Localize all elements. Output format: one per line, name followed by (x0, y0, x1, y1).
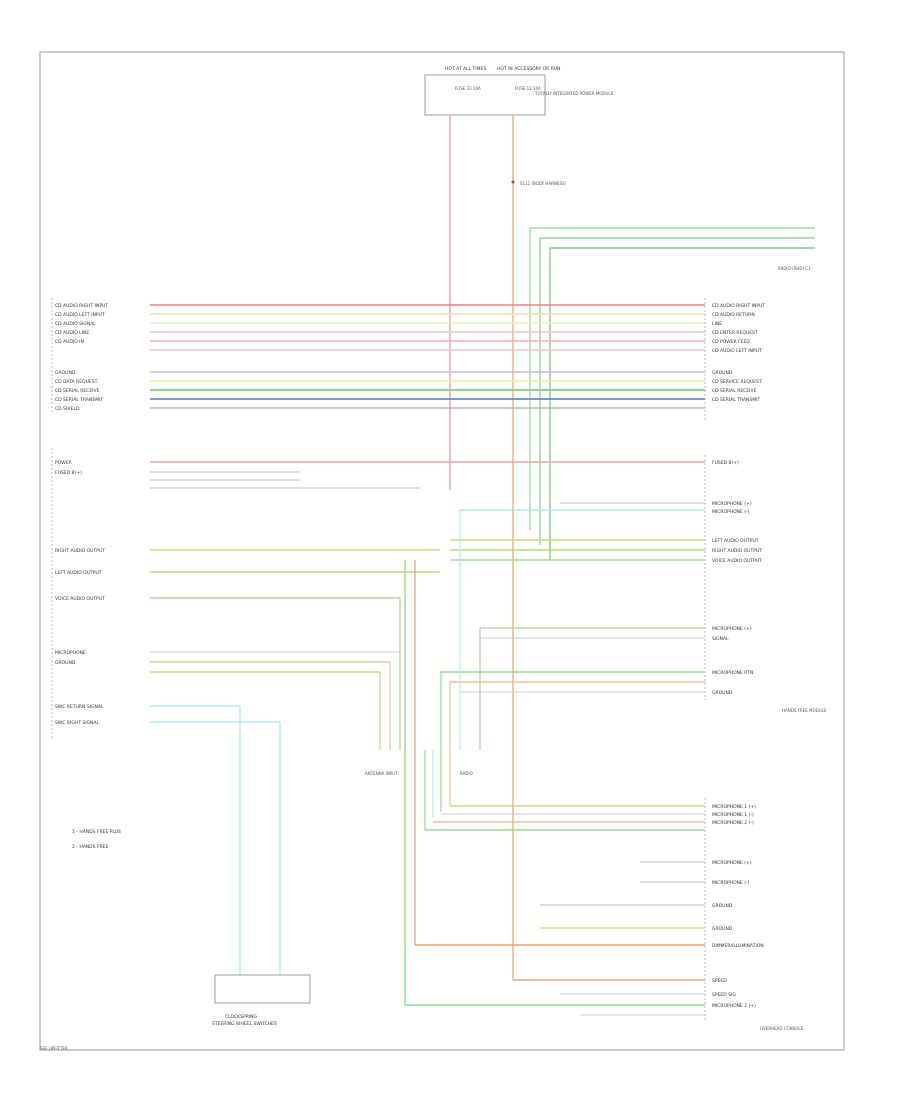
svg-text:MICROPHONE (-): MICROPHONE (-) (712, 509, 750, 515)
svg-text:LEFT AUDIO OUTPUT: LEFT AUDIO OUTPUT (712, 538, 759, 544)
svg-text:CD SERIAL RECEIVE: CD SERIAL RECEIVE (712, 388, 757, 394)
svg-text:RIGHT AUDIO OUTPUT: RIGHT AUDIO OUTPUT (712, 548, 762, 554)
svg-text:CD AUDIO SIGNAL: CD AUDIO SIGNAL (55, 321, 96, 327)
svg-text:SWC RETURN SIGNAL: SWC RETURN SIGNAL (55, 704, 104, 710)
svg-text:MICROPHONE (+): MICROPHONE (+) (712, 501, 752, 507)
svg-text:CD SERVICE REQUEST: CD SERVICE REQUEST (712, 379, 762, 385)
svg-text:CD AUDIO LEFT INPUT: CD AUDIO LEFT INPUT (712, 348, 762, 354)
splice-label: S111 (BODY HARNESS) (520, 181, 567, 186)
svg-text:SPEED SIG: SPEED SIG (712, 992, 736, 998)
frame (39, 51, 845, 1051)
svg-text:CD SERIAL TRANSMIT: CD SERIAL TRANSMIT (55, 397, 103, 403)
svg-text:LINE: LINE (712, 321, 722, 327)
right-pin-labels-2: FUSED B(+) MICROPHONE (+) MICROPHONE (-)… (712, 460, 762, 696)
svg-text:MICROPHONE (+): MICROPHONE (+) (712, 860, 752, 866)
bottom-connector: SEE UPFITTER (40, 1046, 68, 1051)
svg-text:CD SHIELD: CD SHIELD (55, 406, 80, 412)
svg-text:MICROPHONE (+): MICROPHONE (+) (712, 626, 752, 632)
vertical-drops (379, 510, 481, 1005)
right-pin-labels-1: CD AUDIO RIGHT INPUT CD AUDIO RETURN LIN… (712, 303, 765, 403)
fuse-a: FUSE 33 10A (455, 86, 481, 91)
splice-dot (511, 180, 515, 184)
cd-wires (150, 304, 705, 409)
svg-text:CD AUDIO RETURN: CD AUDIO RETURN (712, 312, 755, 318)
svg-text:SPEED: SPEED (712, 978, 727, 984)
svg-text:MICROPHONE 1 (+): MICROPHONE 1 (+) (712, 804, 756, 810)
switch-box (214, 974, 311, 1004)
svg-text:FUSED B(+): FUSED B(+) (55, 470, 82, 476)
svg-text:GROUND: GROUND (712, 903, 733, 909)
svg-text:CD AUDIO RIGHT INPUT: CD AUDIO RIGHT INPUT (712, 303, 765, 309)
left-pin-labels-1: CD AUDIO RIGHT INPUT CD AUDIO LEFT INPUT… (55, 303, 108, 412)
svg-text:MICROPHONE RTN: MICROPHONE RTN (712, 670, 753, 676)
svg-text:LEFT AUDIO OUTPUT: LEFT AUDIO OUTPUT (55, 570, 102, 576)
svg-text:POWER: POWER (55, 460, 72, 466)
svg-text:CD AUDIO RIGHT INPUT: CD AUDIO RIGHT INPUT (55, 303, 108, 309)
bottom-label-1: CLOCKSPRING (225, 1014, 258, 1020)
right-connector-2: HANDS FREE MODULE (782, 708, 827, 713)
svg-text:GROUND: GROUND (55, 370, 76, 376)
svg-text:CD DATA REQUEST: CD DATA REQUEST (55, 379, 98, 385)
svg-text:CD AUDIO IN: CD AUDIO IN (55, 339, 84, 345)
fuse-a-label: HOT AT ALL TIMES (445, 66, 486, 72)
svg-text:GROUND: GROUND (55, 660, 76, 666)
svg-text:SWC RIGHT SIGNAL: SWC RIGHT SIGNAL (55, 720, 99, 726)
right-pin-labels-3: MICROPHONE 1 (+) MICROPHONE 1 (-) MICROP… (712, 804, 764, 1009)
svg-text:RIGHT AUDIO OUTPUT: RIGHT AUDIO OUTPUT (55, 548, 105, 554)
overhead-wires (405, 805, 705, 1016)
fuse-b: FUSE 12 10A (515, 86, 541, 91)
svg-text:CD SERIAL RECEIVE: CD SERIAL RECEIVE (55, 388, 100, 394)
svg-text:GROUND: GROUND (712, 690, 733, 696)
svg-text:MICROPHONE 1 (-): MICROPHONE 1 (-) (712, 812, 754, 818)
radio-label-title: RADIO (460, 771, 473, 776)
legend-2: 2 - HANDS FREE (72, 844, 108, 850)
cd-bundle-top (529, 227, 815, 560)
bottom-label-2: STEERING WHEEL SWITCHES (212, 1021, 277, 1027)
svg-text:CD POWER FEED: CD POWER FEED (712, 339, 750, 345)
svg-text:CD SERIAL TRANSMIT: CD SERIAL TRANSMIT (712, 397, 760, 403)
steering-wheel-wires (239, 706, 281, 975)
right-connector-1: RADIO (RHD) C1 (778, 266, 811, 271)
left-pin-labels-2: POWER FUSED B(+) RIGHT AUDIO OUTPUT LEFT… (55, 460, 105, 726)
svg-text:CD AUDIO LINE: CD AUDIO LINE (55, 330, 89, 336)
svg-text:MICROPHONE (-): MICROPHONE (-) (712, 880, 750, 886)
svg-text:GROUND: GROUND (712, 926, 733, 932)
radio-label-antenna: ANTENNA INPUT (365, 771, 398, 776)
svg-text:FUSED B(+): FUSED B(+) (712, 460, 739, 466)
fuse-box-note: TOTALLY INTEGRATED POWER MODULE (534, 91, 614, 96)
hands-free-wires (150, 461, 705, 723)
svg-text:MICROPHONE 2 (-): MICROPHONE 2 (-) (712, 820, 754, 826)
svg-text:VOICE AUDIO OUTPUT: VOICE AUDIO OUTPUT (712, 558, 762, 564)
svg-text:CD ENTER REQUEST: CD ENTER REQUEST (712, 330, 758, 336)
svg-text:VOICE AUDIO OUTPUT: VOICE AUDIO OUTPUT (55, 596, 105, 602)
fuse-box (424, 74, 546, 116)
right-connector-3: OVERHEAD CONSOLE (760, 1026, 804, 1031)
fuse-b-label: HOT IN ACCESSORY OR RUN (497, 66, 561, 72)
svg-text:CD AUDIO LEFT INPUT: CD AUDIO LEFT INPUT (55, 312, 105, 318)
svg-text:MICROPHONE: MICROPHONE (55, 650, 86, 656)
svg-text:GROUND: GROUND (712, 370, 733, 376)
svg-text:SIGNAL: SIGNAL (712, 636, 729, 642)
legend-1: 1 - HANDS FREE PLUS (72, 829, 121, 835)
svg-text:MICROPHONE 2 (+): MICROPHONE 2 (+) (712, 1003, 756, 1009)
svg-text:DIMMER/ILLUMINATION: DIMMER/ILLUMINATION (712, 943, 764, 949)
